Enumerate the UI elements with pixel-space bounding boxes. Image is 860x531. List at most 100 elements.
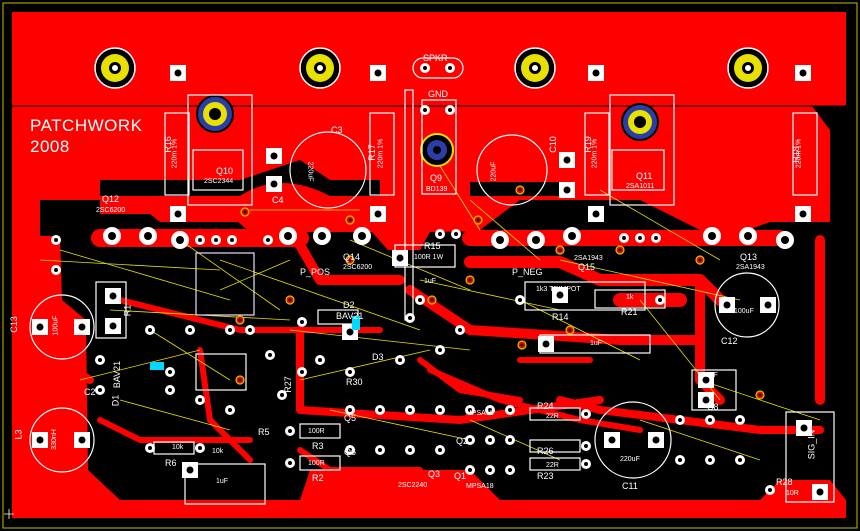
label-c13-val: 100uF bbox=[52, 315, 60, 336]
label-c3-val: 220uF bbox=[306, 161, 314, 182]
label-r27: R27 bbox=[282, 376, 293, 393]
label-r15: R15 bbox=[424, 241, 441, 251]
transistor-mount-q11-icon[interactable] bbox=[621, 103, 659, 141]
label-r14-val: 1k3 TRIMPOT bbox=[536, 286, 581, 293]
label-r24: R24 bbox=[537, 401, 554, 411]
label-r24-val: 22R bbox=[546, 413, 559, 420]
copper-pour-bottom bbox=[12, 236, 846, 518]
label-q11-part: 2SA1011 bbox=[626, 183, 655, 190]
label-c3: C3 bbox=[331, 125, 343, 135]
label-r17: R17 bbox=[366, 144, 377, 161]
label-q1-part: MPSA18 bbox=[466, 483, 494, 490]
label-r1: R1 bbox=[122, 304, 133, 317]
label-c13: C13 bbox=[8, 316, 19, 333]
label-r18-val: 220m 1% bbox=[795, 138, 803, 169]
l3-outline bbox=[29, 407, 95, 473]
c10-outline bbox=[476, 134, 548, 206]
label-gnd: GND bbox=[428, 89, 448, 99]
label-r3: R3 bbox=[312, 441, 324, 451]
board-title: PATCHWORK bbox=[30, 116, 143, 135]
label-r30: R30 bbox=[346, 377, 363, 387]
mounting-hole-icon[interactable] bbox=[727, 47, 769, 89]
d2-body bbox=[352, 316, 360, 330]
label-c8-val: 2.2uF bbox=[700, 372, 718, 379]
copper-pour-left bbox=[12, 214, 40, 236]
label-c11: C11 bbox=[622, 481, 638, 491]
label-r15-val: 100R 1W bbox=[414, 254, 444, 261]
r16-outline bbox=[164, 112, 190, 196]
label-q3-part: 2SC2240 bbox=[398, 482, 428, 489]
label-r16-val: 220m 1% bbox=[171, 138, 179, 169]
c11-outline bbox=[594, 401, 672, 479]
label-c4: C4 bbox=[272, 195, 284, 205]
label-r23: R23 bbox=[537, 471, 554, 481]
label-sig-in: SIG_IN bbox=[806, 429, 817, 460]
label-c10: C10 bbox=[547, 136, 558, 153]
r18-outline bbox=[792, 112, 818, 196]
mounting-hole-icon[interactable] bbox=[94, 47, 136, 89]
board-year: 2008 bbox=[30, 137, 70, 156]
label-r28-val: 10R bbox=[786, 490, 799, 497]
label-q15: Q15 bbox=[578, 262, 596, 272]
label-r26-val: 22R bbox=[546, 462, 559, 469]
label-r2-val: 100R bbox=[308, 460, 325, 467]
label-r2: R2 bbox=[312, 473, 324, 483]
label-q10: Q10 bbox=[216, 166, 234, 176]
label-d1: D1 bbox=[110, 394, 121, 407]
label-c1-val: 1uF bbox=[424, 278, 437, 285]
label-c5-val: 1uF bbox=[216, 478, 229, 485]
label-l3-val: 330nH bbox=[50, 429, 58, 450]
label-q2: Q2 bbox=[456, 436, 469, 446]
label-q14-part: 2SC6200 bbox=[343, 264, 373, 271]
label-c8: C8 bbox=[707, 402, 719, 412]
label-c10-val: 220uF bbox=[490, 161, 498, 182]
label-q9-part: BD139 bbox=[426, 186, 448, 193]
c13-outline bbox=[29, 294, 95, 360]
q10-outline bbox=[187, 94, 253, 206]
label-p-pos: P_POS bbox=[300, 267, 331, 277]
label-r14: R14 bbox=[552, 312, 569, 322]
label-c2: C2 bbox=[84, 387, 96, 397]
spkr-outline bbox=[412, 57, 464, 79]
label-q2-part: MPSA18 bbox=[466, 410, 494, 417]
label-q13-part: 2SA1943 bbox=[736, 264, 765, 271]
label-d1-part: BAV21 bbox=[112, 360, 123, 389]
label-r5: R5 bbox=[258, 427, 270, 437]
label-q1: Q1 bbox=[454, 471, 467, 481]
label-c11-val: 220uF bbox=[620, 456, 640, 463]
mounting-hole-icon[interactable] bbox=[514, 47, 556, 89]
label-r21-val: 1k bbox=[626, 294, 634, 301]
transistor-mount-q9-icon[interactable] bbox=[420, 133, 454, 167]
q11-outline bbox=[609, 94, 675, 206]
d1-body bbox=[150, 362, 164, 370]
label-q12: Q12 bbox=[102, 194, 120, 204]
label-spkr: SPKR bbox=[423, 53, 448, 63]
r19-outline bbox=[584, 112, 610, 196]
label-r17-val: 220m 1% bbox=[377, 138, 385, 169]
label-q9: Q9 bbox=[430, 173, 443, 183]
label-d2-part: BAV21 bbox=[336, 311, 364, 321]
label-q5: Q5 bbox=[344, 413, 357, 423]
label-q11: Q11 bbox=[636, 171, 653, 181]
label-r10-val: 10k bbox=[212, 448, 224, 455]
label-r6: R6 bbox=[165, 458, 177, 468]
mounting-hole-icon[interactable] bbox=[299, 47, 341, 89]
label-r28: R28 bbox=[776, 477, 793, 487]
label-r3-val: 100R bbox=[308, 428, 325, 435]
label-r26: R26 bbox=[537, 446, 554, 456]
label-r21: R21 bbox=[621, 307, 638, 317]
r17-outline bbox=[369, 112, 395, 196]
label-q10-part: 2SC2344 bbox=[204, 178, 234, 185]
label-d2: D2 bbox=[343, 300, 355, 310]
label-r6-val: 10k bbox=[172, 444, 184, 451]
label-l3: L3 bbox=[13, 429, 24, 440]
label-q6: Q6 bbox=[344, 447, 357, 457]
transistor-mount-q10-icon[interactable] bbox=[196, 95, 234, 133]
label-r19-val: 220m 1% bbox=[591, 138, 599, 169]
label-q3: Q3 bbox=[428, 469, 441, 479]
label-q12-part: 2SC6200 bbox=[96, 207, 126, 214]
label-c12-val: 100uF bbox=[734, 308, 754, 315]
label-d3: D3 bbox=[372, 352, 384, 362]
label-q15-part: 2SA1943 bbox=[574, 255, 603, 262]
